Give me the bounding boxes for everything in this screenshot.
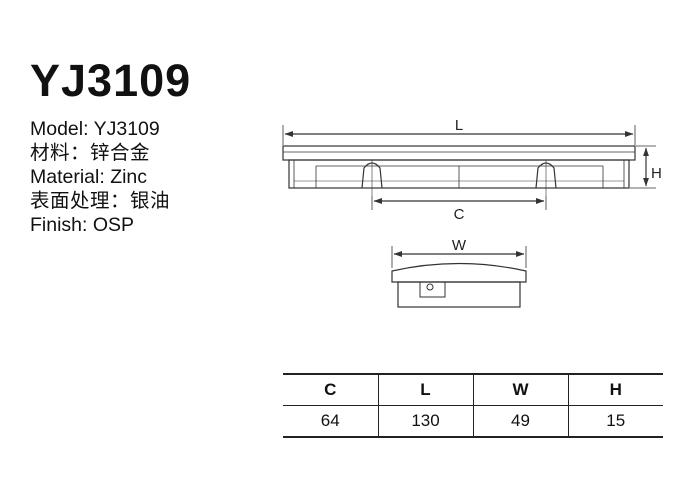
value-c: 64: [320, 411, 340, 430]
length-dimension: [282, 125, 636, 145]
dimension-value-row: 64 130 49 15: [283, 405, 663, 437]
header-h: H: [567, 374, 663, 406]
screw-hole: [426, 283, 434, 291]
model-title: YJ3109: [30, 55, 192, 106]
header-l: L: [377, 374, 473, 406]
spec-model: Model: YJ3109: [30, 118, 160, 140]
spec-finish-cn: 表面处理：银油: [30, 190, 171, 212]
spec-material-en: Material: Zinc: [30, 166, 148, 188]
center-dimension: [371, 196, 547, 210]
header-c: C: [324, 380, 337, 399]
side-view-slot: [419, 281, 446, 298]
side-view-base: [397, 281, 521, 308]
value-l: 130: [377, 405, 473, 437]
height-dimension: [630, 145, 656, 189]
handle-top-plate: [282, 145, 636, 161]
dimension-table: C L W H 64 130 49 15: [283, 373, 663, 438]
handle-front-view: [282, 145, 636, 196]
handle-side-view: [391, 262, 527, 308]
spec-material-cn: 材料：锌合金: [30, 142, 151, 164]
value-h: 15: [567, 405, 663, 437]
length-label: L: [455, 117, 463, 134]
header-w: W: [472, 374, 568, 406]
value-w: 49: [472, 405, 568, 437]
height-label: H: [651, 165, 662, 182]
width-dimension: [391, 246, 527, 268]
width-label: W: [452, 237, 467, 254]
spec-finish-en: Finish: OSP: [30, 214, 135, 236]
dimension-header-row: C L W H: [283, 374, 663, 406]
side-view-cap: [391, 262, 527, 283]
spec-list: Model: YJ3109 材料：锌合金 Material: Zinc 表面处理…: [30, 117, 170, 237]
center-label: C: [454, 206, 465, 223]
